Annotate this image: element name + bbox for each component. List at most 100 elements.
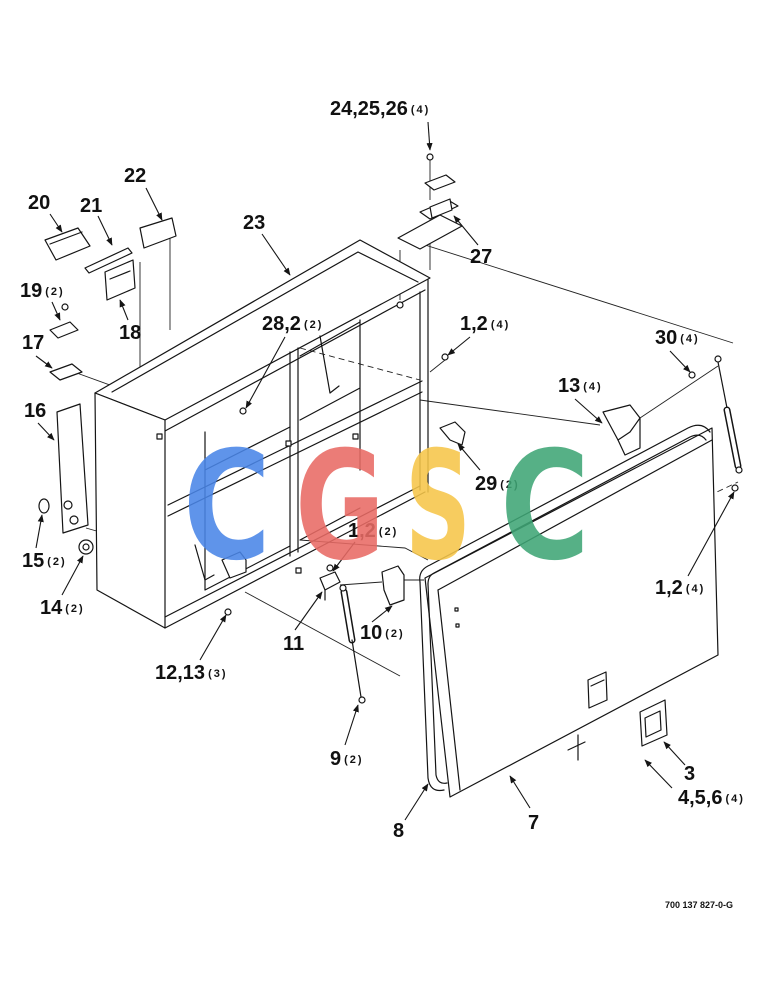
leader-line (199, 614, 227, 661)
bracket-18-edge (109, 270, 131, 280)
screw (396, 301, 404, 309)
projection-line (419, 399, 601, 426)
callout-number: 3 (684, 763, 695, 785)
projection-line (339, 581, 383, 586)
cabinet-bottom-edge (164, 485, 426, 629)
callout-label: 15(2) (22, 550, 67, 572)
latch-3-inner (644, 710, 662, 738)
callout-number: 23 (243, 212, 265, 234)
callout-number: 9 (330, 748, 341, 770)
hinge-13-edge (617, 417, 641, 441)
callout-labels: 24,25,26(4) 20 21 22 23 27 19(2) 18 17 2… (20, 98, 743, 842)
leader-line (509, 775, 531, 809)
cabinet-hole (156, 433, 163, 440)
door-mark (567, 734, 586, 761)
callout-label: 19(2) (20, 280, 65, 302)
leader-line (687, 491, 735, 577)
callout-quantity: (2) (500, 479, 519, 491)
cabinet-hole (295, 567, 302, 574)
callout-number: 1,2 (348, 520, 376, 542)
watermark-letter: C (183, 420, 271, 594)
callout-label: 30(4) (655, 327, 700, 349)
callout-label: 24,25,26(4) (330, 98, 430, 120)
watermark-letter: S (405, 420, 471, 594)
leader-line (453, 215, 479, 246)
screw-30 (688, 371, 696, 379)
leader-line (669, 350, 691, 373)
leader-line (51, 301, 61, 321)
leader-line (35, 514, 44, 549)
callout-quantity: (3) (208, 668, 227, 680)
strut-30-cylinder-face (725, 408, 740, 468)
callout-number: 16 (24, 400, 46, 422)
gas-strut-9 (339, 584, 366, 704)
door-handle-detail (590, 679, 605, 687)
door-body (424, 427, 719, 798)
gasket-inner (427, 434, 707, 585)
leader-line (97, 215, 113, 246)
leader-line (344, 704, 359, 746)
watermark: C G S C (183, 420, 590, 594)
screw-1-2 (731, 484, 739, 492)
callout-label: 7 (528, 812, 539, 834)
strut-30-end (714, 355, 722, 363)
callout-number: 11 (283, 633, 304, 655)
callout-label: 1,2(4) (460, 313, 510, 335)
leader-line (404, 783, 429, 821)
leader-line (574, 398, 603, 424)
bracket-17 (49, 363, 83, 381)
callout-label: 8 (393, 820, 404, 842)
callout-number: 28,2 (262, 313, 301, 335)
screw-1-2 (441, 353, 449, 361)
callout-label: 23 (243, 212, 265, 234)
leader-line (426, 121, 433, 151)
callout-number: 14 (40, 597, 63, 619)
callout-number: 10 (360, 622, 382, 644)
projection-line (244, 591, 401, 677)
leader-line (447, 336, 471, 356)
cabinet-front-top-edge (164, 289, 426, 432)
plug-15 (38, 498, 50, 514)
callout-label: 29(2) (475, 473, 520, 495)
callout-quantity: (2) (304, 319, 323, 331)
callout-quantity: (2) (45, 286, 64, 298)
cabinet-left-panel (94, 392, 166, 629)
strip-21 (84, 247, 133, 274)
strut-9-end (358, 696, 366, 704)
bracket-shelf (221, 551, 247, 579)
cabinet-gusset (194, 335, 340, 581)
callout-quantity: (4) (411, 104, 430, 116)
bracket-29 (439, 421, 466, 446)
callout-number: 30 (655, 327, 677, 349)
leader-line (245, 336, 286, 409)
leader-line (119, 299, 129, 321)
callout-quantity: (2) (65, 603, 84, 615)
door-panel (424, 427, 719, 798)
cabinet-top-rim (111, 251, 419, 393)
watermark-letter: G (295, 420, 385, 594)
strut-30-rod (717, 361, 728, 409)
gas-strut-30 (714, 355, 743, 474)
callout-label: 20 (28, 192, 50, 214)
gasket-outer (419, 424, 711, 583)
callout-number: 1,2 (655, 577, 683, 599)
callout-number: 4,5,6 (678, 787, 722, 809)
door-hole (454, 607, 459, 612)
strut-9-cylinder-face (342, 590, 354, 642)
callout-label: 14(2) (40, 597, 85, 619)
cabinet-hole (285, 440, 292, 447)
strip-16 (56, 403, 89, 534)
callout-number: 8 (393, 820, 404, 842)
callout-label: 1,2(4) (655, 577, 705, 599)
callout-label: 21 (80, 195, 102, 217)
callout-label: 10(2) (360, 622, 405, 644)
cabinet-right-edge (419, 279, 429, 493)
callout-quantity: (4) (491, 319, 510, 331)
bracket-20 (44, 227, 91, 261)
leader-line (261, 233, 291, 276)
bracket-18 (104, 259, 136, 301)
grommet-14-inner (82, 543, 90, 551)
callout-number: 17 (22, 332, 44, 354)
cabinet-shelf (167, 380, 423, 517)
